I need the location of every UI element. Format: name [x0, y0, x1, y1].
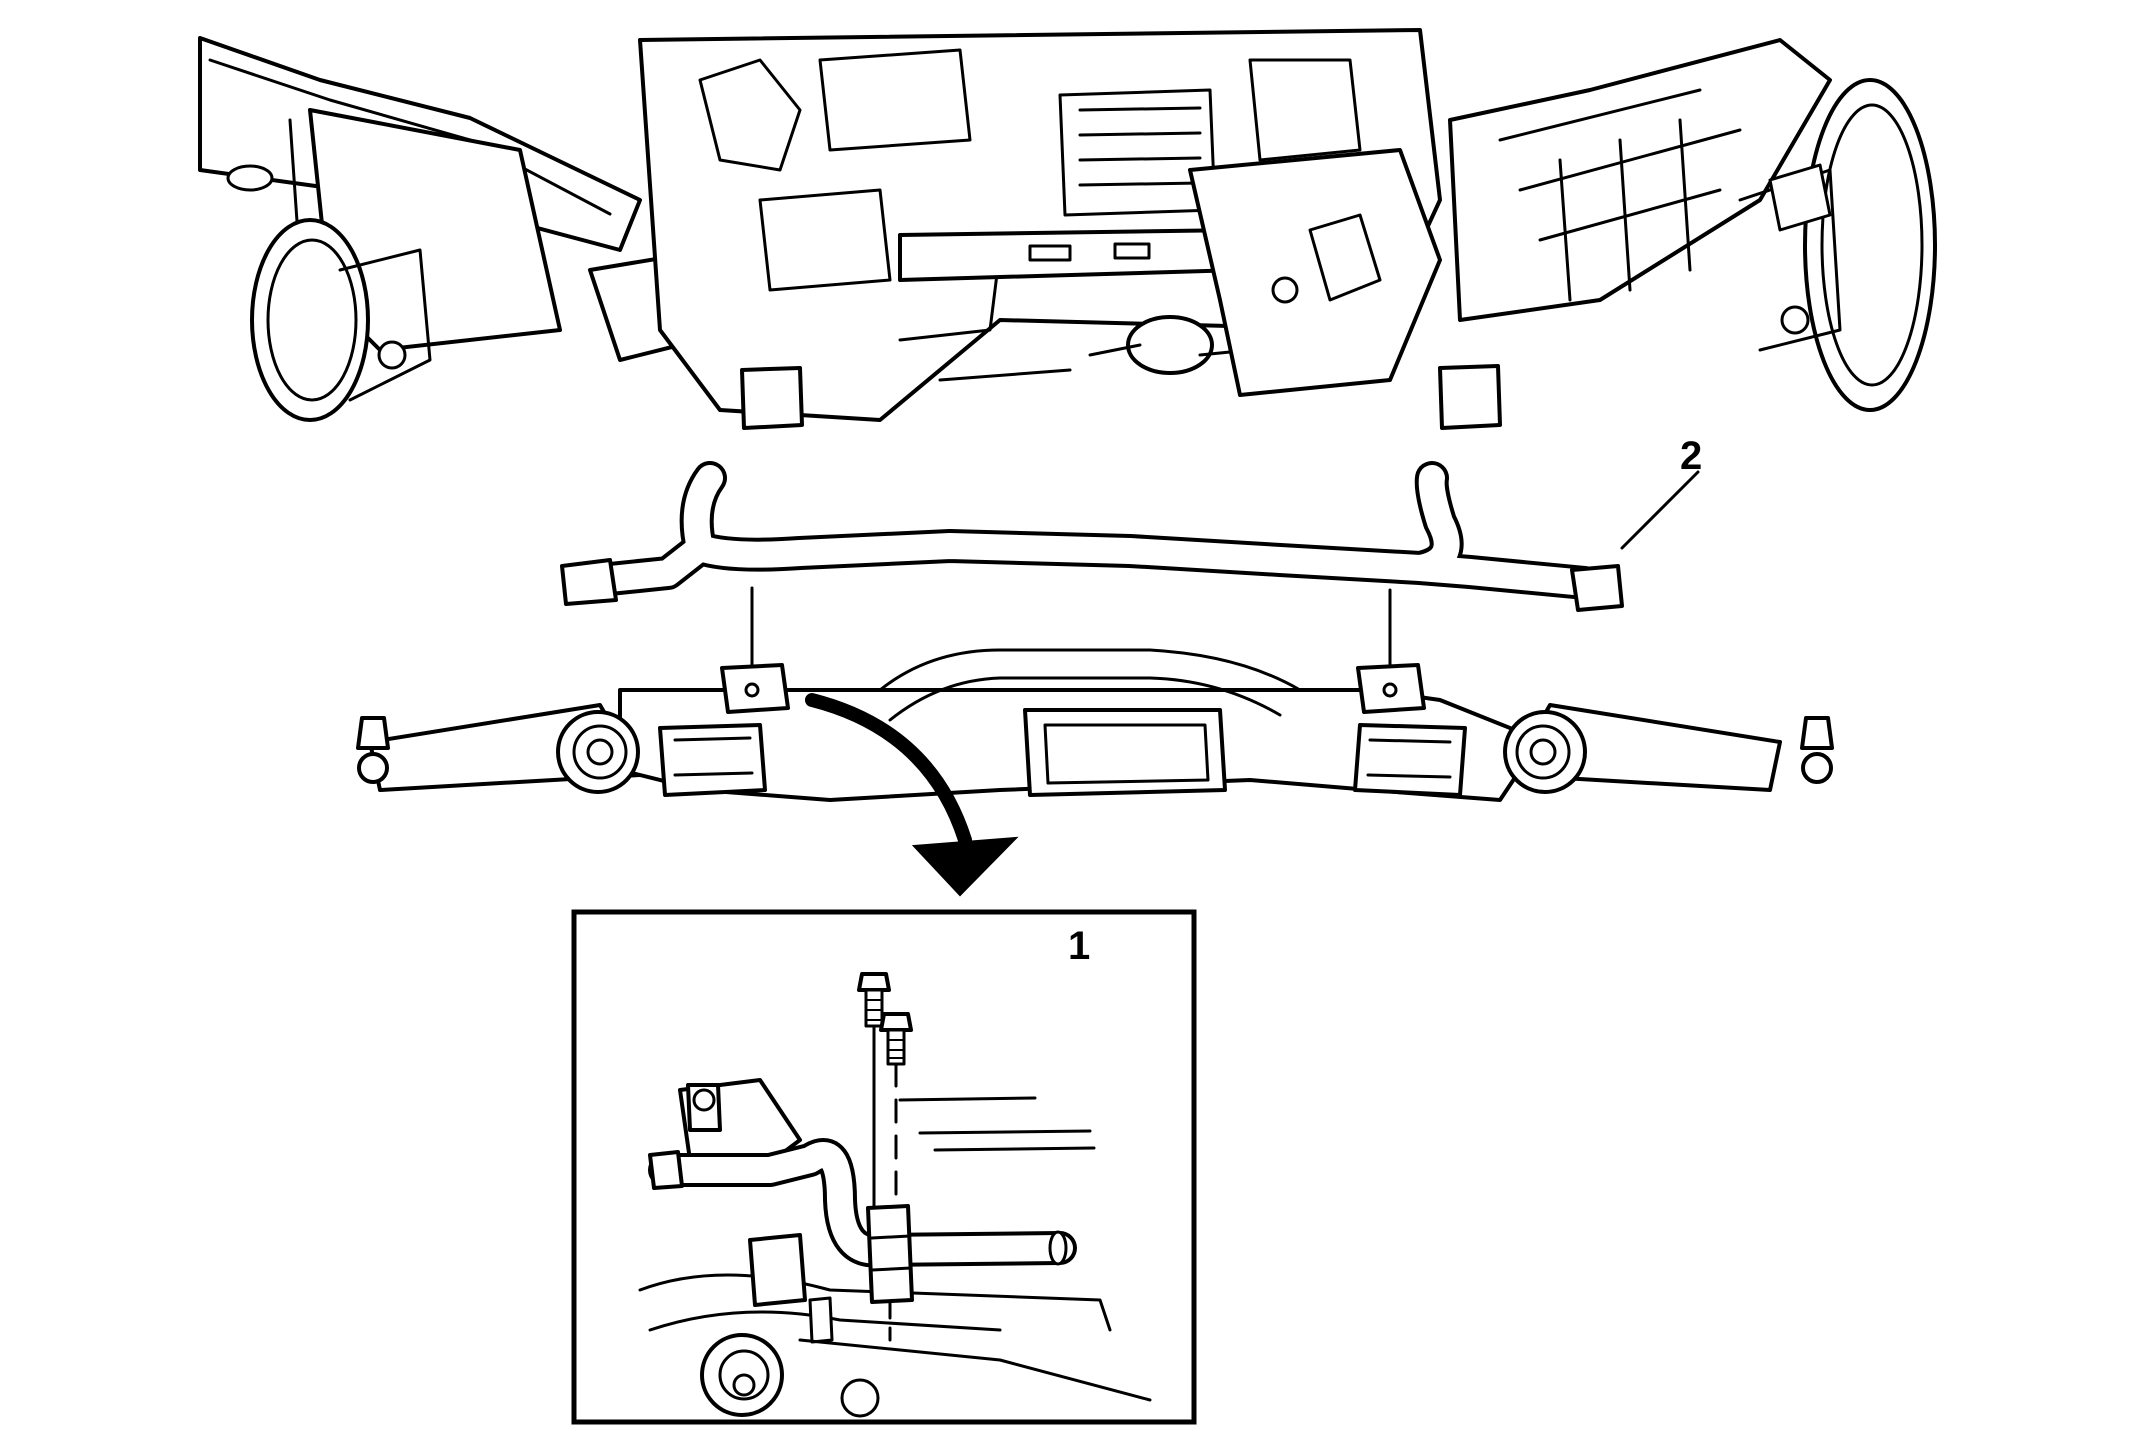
assembly-guide-lines [750, 586, 1392, 682]
callout-number-2: 2 [1680, 434, 1703, 478]
bolt-left [857, 972, 891, 1028]
callout-number-1: 1 [1068, 924, 1091, 968]
detail-view-arrow [805, 693, 1019, 897]
bolt-right [879, 1012, 913, 1066]
stabilizer-bar [560, 461, 1624, 612]
vehicle-underbody [198, 28, 1937, 430]
detail-inset [571, 909, 1197, 1425]
suspension-frame [356, 648, 1834, 802]
